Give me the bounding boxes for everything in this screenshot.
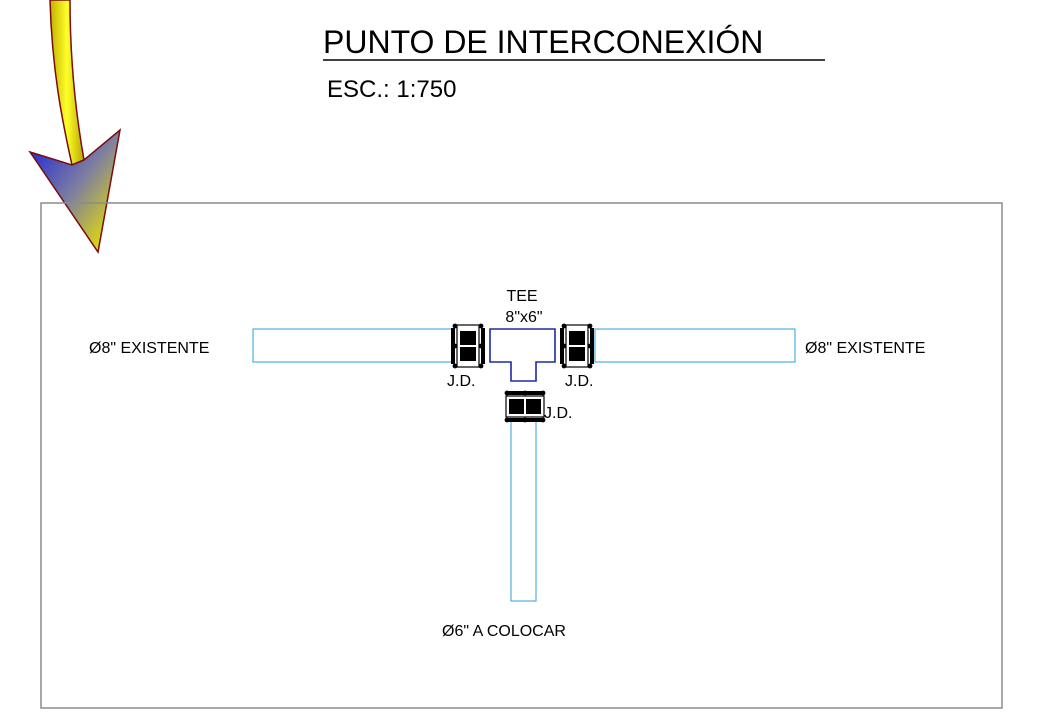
dismantling-joint-icon bbox=[451, 323, 485, 369]
dismantling-joint-icon bbox=[504, 390, 546, 423]
pipe-right-existing bbox=[594, 328, 796, 363]
dismantling-joint-icon bbox=[560, 323, 594, 369]
arrow-head bbox=[28, 128, 122, 254]
viewport-frame bbox=[40, 202, 1003, 709]
tee-fitting bbox=[489, 328, 556, 382]
pipe-left-label: Ø8" EXISTENTE bbox=[89, 340, 209, 357]
joint-left-label: J.D. bbox=[447, 373, 475, 390]
drawing-title: PUNTO DE INTERCONEXIÓN bbox=[323, 24, 763, 60]
drawing-scale: ESC.: 1:750 bbox=[327, 76, 456, 103]
tee-label-line1: TEE bbox=[506, 288, 537, 305]
pipe-bottom-new bbox=[510, 418, 537, 602]
arrow-down-left-icon bbox=[28, 0, 122, 254]
arrow-shaft bbox=[49, 0, 85, 167]
pipe-bottom-label: Ø6" A COLOCAR bbox=[442, 623, 566, 640]
joint-bottom-label: J.D. bbox=[544, 405, 572, 422]
tee-label-line2: 8"x6" bbox=[505, 309, 542, 326]
joint-right-label: J.D. bbox=[565, 373, 593, 390]
pipe-right-label: Ø8" EXISTENTE bbox=[805, 340, 925, 357]
pipe-left-existing bbox=[252, 328, 454, 363]
